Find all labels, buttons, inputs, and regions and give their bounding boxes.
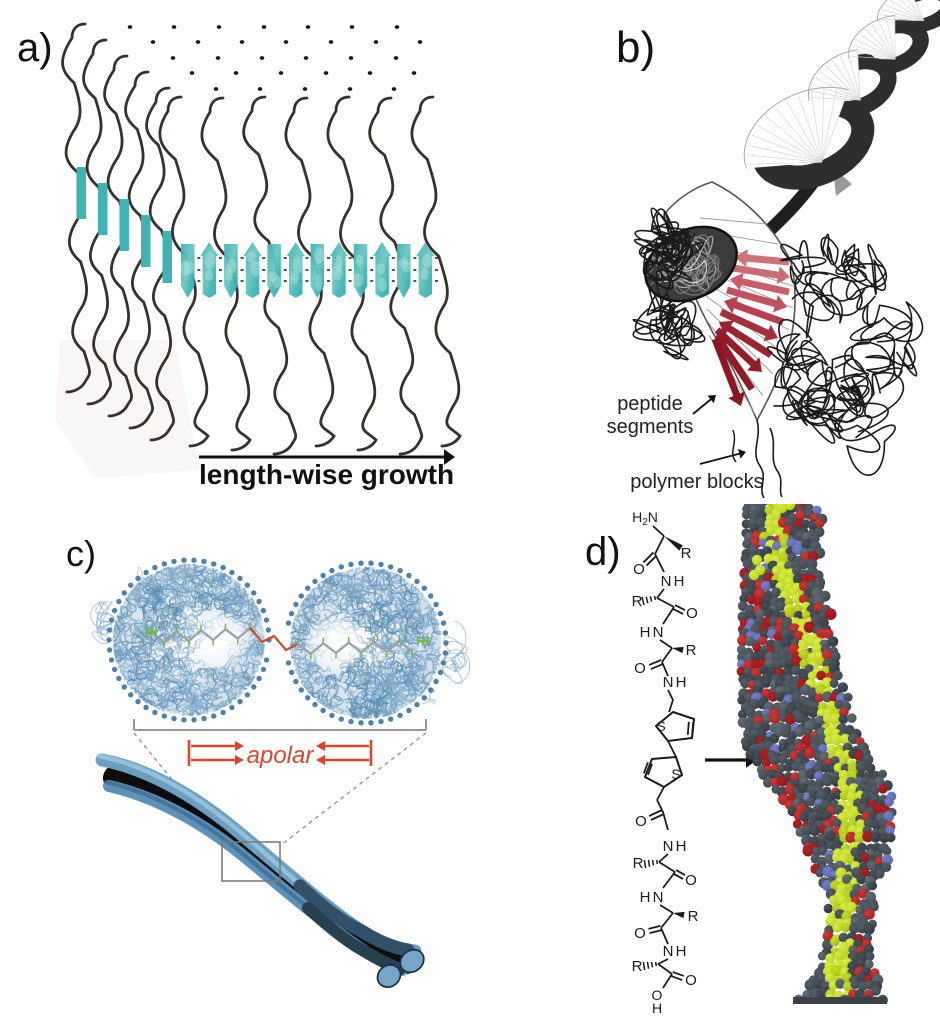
- svg-text:R: R: [681, 545, 692, 562]
- svg-text:N: N: [661, 573, 672, 590]
- svg-text:H: H: [640, 889, 651, 906]
- svg-text:H: H: [676, 838, 687, 855]
- svg-text:O: O: [635, 813, 647, 830]
- svg-text:S: S: [671, 766, 680, 782]
- svg-text:H: H: [676, 943, 687, 960]
- svg-text:R: R: [632, 958, 643, 975]
- svg-text:a): a): [17, 26, 53, 70]
- svg-text:segments: segments: [607, 416, 694, 438]
- svg-text:length-wise growth: length-wise growth: [199, 459, 454, 490]
- svg-text:O: O: [652, 987, 663, 1003]
- svg-text:H: H: [640, 624, 651, 641]
- svg-text:polymer blocks: polymer blocks: [630, 471, 763, 493]
- svg-text:O: O: [685, 872, 697, 889]
- svg-text:c): c): [66, 533, 96, 574]
- svg-text:O: O: [633, 561, 645, 578]
- svg-text:O: O: [686, 605, 698, 622]
- svg-text:O: O: [634, 925, 646, 942]
- svg-text:R: R: [632, 593, 643, 610]
- svg-text:O: O: [685, 972, 697, 989]
- svg-text:H2N: H2N: [632, 509, 658, 528]
- svg-text:R: R: [633, 855, 644, 872]
- svg-text:N: N: [663, 943, 674, 960]
- svg-text:H: H: [674, 573, 685, 590]
- svg-text:H: H: [652, 1000, 662, 1016]
- svg-text:N: N: [653, 624, 664, 641]
- svg-text:R: R: [688, 908, 699, 925]
- svg-text:N: N: [663, 674, 674, 691]
- svg-text:O: O: [634, 660, 646, 677]
- svg-text:b): b): [616, 23, 655, 72]
- svg-text:peptide: peptide: [617, 393, 683, 415]
- svg-text:R: R: [686, 642, 697, 659]
- svg-text:S: S: [656, 718, 665, 734]
- svg-text:N: N: [653, 889, 664, 906]
- svg-text:N: N: [663, 838, 674, 855]
- svg-text:d): d): [585, 530, 621, 574]
- svg-text:apolar: apolar: [247, 742, 315, 769]
- svg-text:H: H: [676, 674, 687, 691]
